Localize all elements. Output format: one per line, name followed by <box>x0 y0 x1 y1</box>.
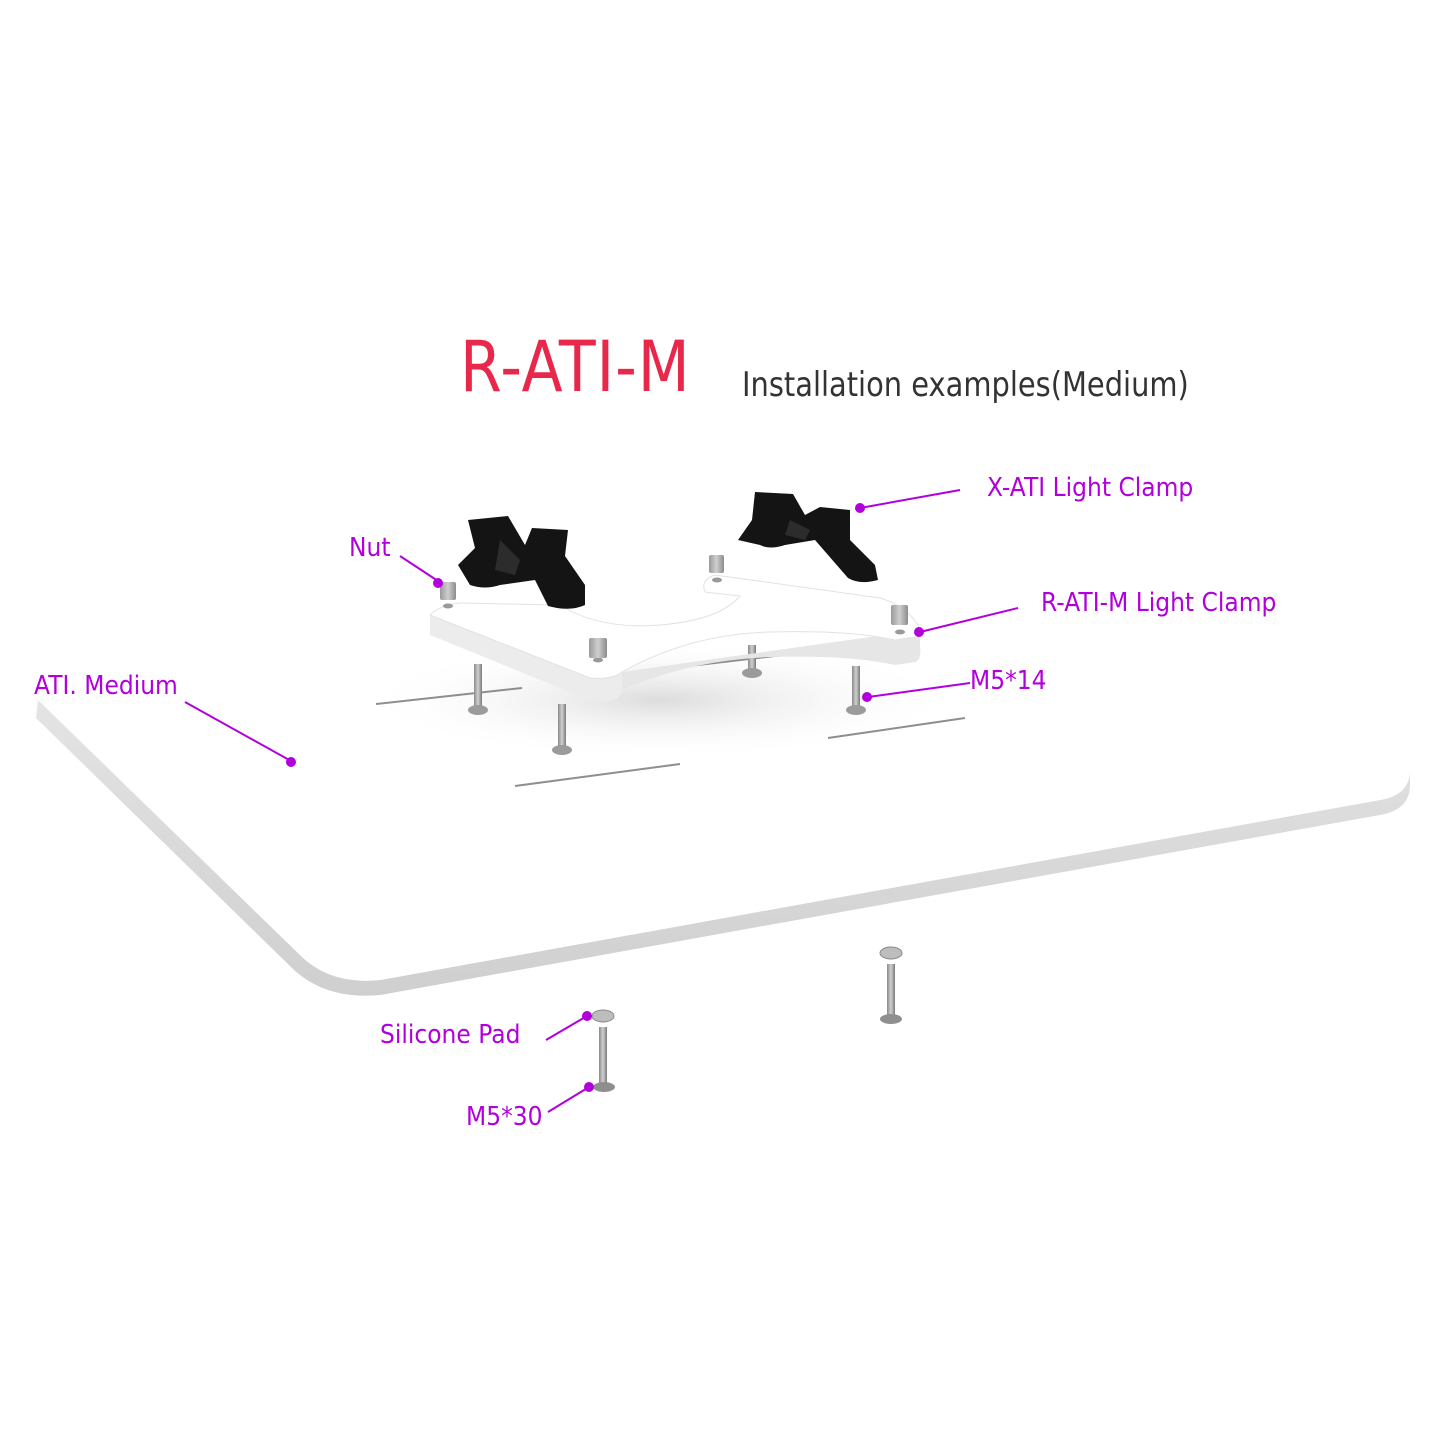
base-plate-ati-medium <box>36 685 1410 996</box>
label-m5-14: M5*14 <box>970 666 1047 696</box>
alignment-guide-lines <box>375 654 966 787</box>
r-ati-m-bracket <box>429 574 921 702</box>
label-silicone-pad: Silicone Pad <box>380 1020 521 1050</box>
m5-30-screw-front <box>591 1009 615 1092</box>
label-r-ati-m-light-clamp: R-ATI-M Light Clamp <box>1041 588 1277 618</box>
diagram-title-model: R-ATI-M <box>460 326 691 408</box>
label-m5-30: M5*30 <box>466 1102 543 1132</box>
label-nut: Nut <box>349 533 391 563</box>
label-ati-medium: ATI. Medium <box>34 671 178 701</box>
label-x-ati-light-clamp: X-ATI Light Clamp <box>987 473 1194 503</box>
x-ati-clamp-right <box>738 492 878 583</box>
x-ati-clamp-left <box>458 516 585 609</box>
m5-30-screw-back <box>879 946 903 1024</box>
nuts <box>440 555 908 658</box>
callout-leader-lines <box>184 489 1019 1113</box>
diagram-title-subtitle: Installation examples(Medium) <box>742 365 1189 405</box>
m5-14-screws <box>468 645 866 755</box>
